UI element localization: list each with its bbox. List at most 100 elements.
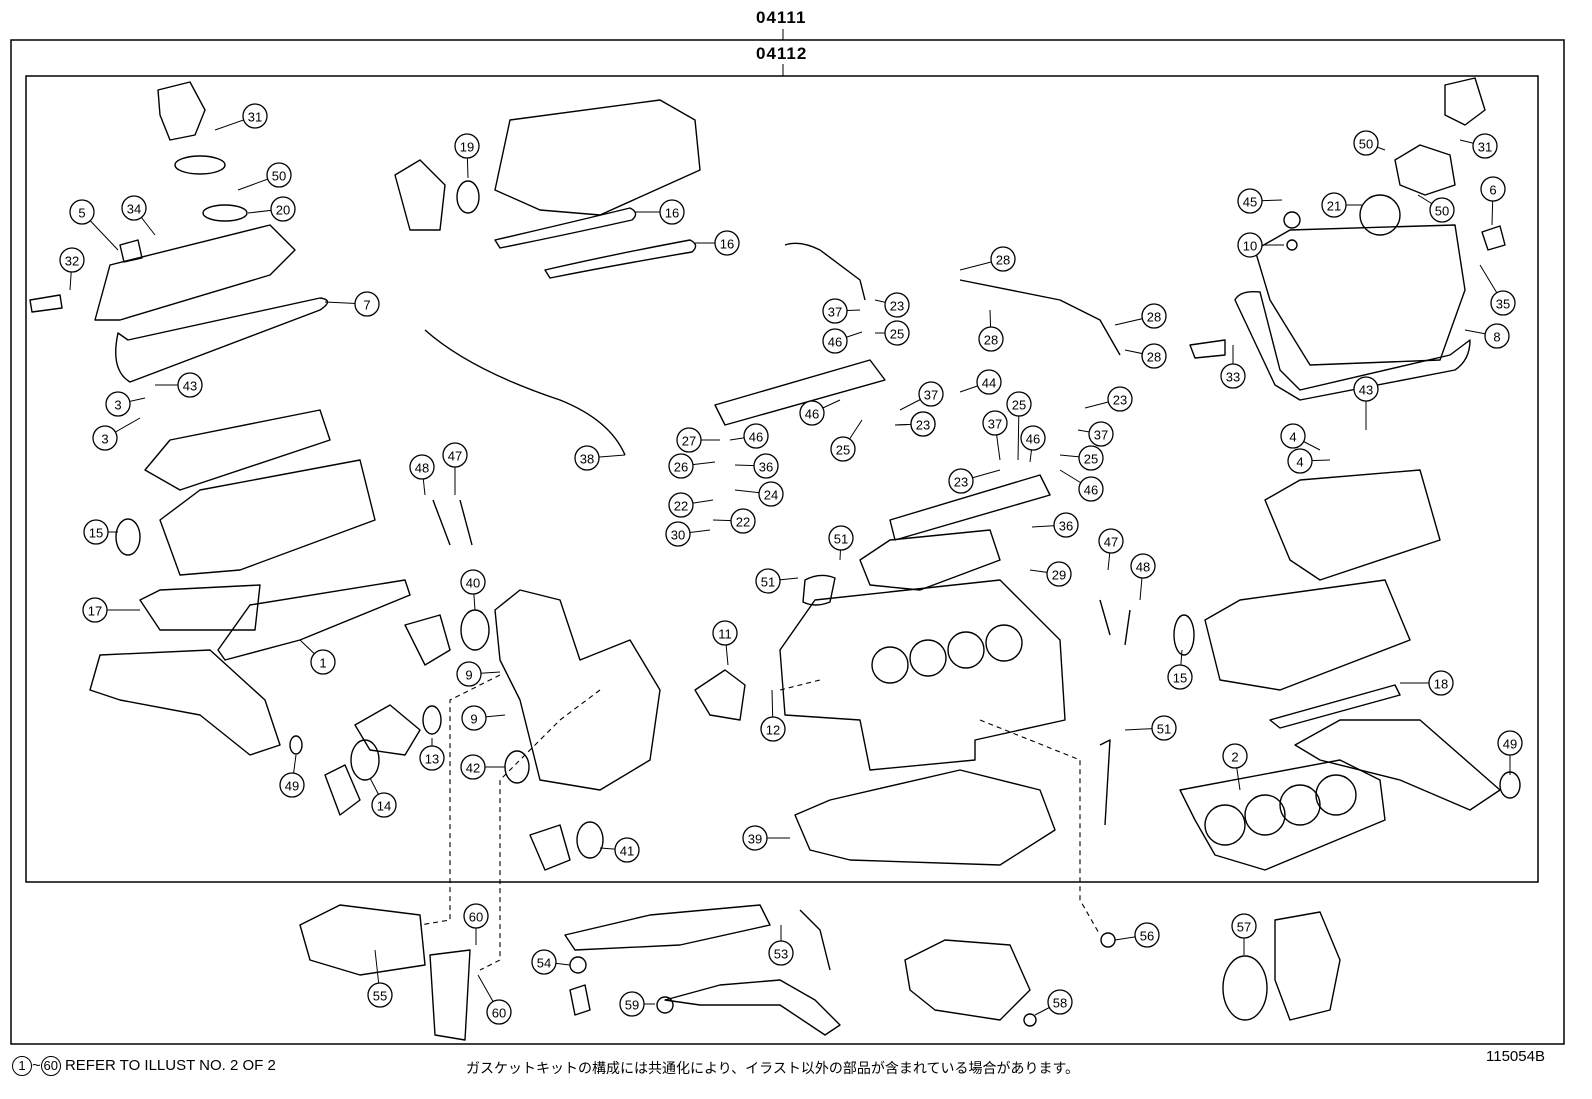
right-vvt-actuator — [1394, 144, 1456, 196]
callout-number: 15 — [1173, 671, 1187, 686]
callout-20: 20 — [247, 196, 296, 222]
callout-43: 43 — [1353, 376, 1379, 430]
oil-filler-cap — [1481, 225, 1506, 251]
callout-circle — [1484, 323, 1510, 349]
left-intake-valve — [432, 499, 451, 546]
callout-51: 51 — [755, 568, 799, 594]
callout-number: 40 — [466, 576, 480, 591]
callout-circle — [1472, 133, 1498, 159]
callout-47: 47 — [442, 442, 468, 495]
callout-12: 12 — [760, 689, 786, 742]
left-filler-cap — [119, 239, 143, 263]
callout-7: 7 — [324, 291, 380, 317]
callout-number: 51 — [834, 532, 848, 547]
callout-50: 50 — [237, 162, 292, 191]
callout-number: 3 — [114, 398, 121, 413]
callout-number: 34 — [127, 202, 141, 217]
callout-49: 49 — [279, 754, 305, 798]
callout-46: 46 — [799, 399, 841, 426]
left-camshaft-housing — [144, 409, 331, 491]
callout-circle — [1237, 188, 1263, 214]
callout-number: 15 — [89, 526, 103, 541]
callout-circle — [59, 247, 85, 273]
callout-number: 42 — [466, 761, 480, 776]
callout-23: 23 — [894, 411, 936, 437]
callout-circle — [270, 196, 296, 222]
callout-circle — [486, 999, 512, 1025]
callout-number: 33 — [1226, 370, 1240, 385]
callout-circle — [755, 568, 781, 594]
callout-number: 24 — [764, 488, 778, 503]
right-oil-control-valve — [1444, 77, 1486, 126]
callout-number: 9 — [470, 712, 477, 727]
callout-number: 37 — [828, 305, 842, 320]
callout-circle — [409, 454, 435, 480]
callout-16: 16 — [695, 230, 740, 256]
callout-35: 35 — [1479, 264, 1516, 316]
right-manifold-gasket — [1269, 684, 1401, 729]
callout-45: 45 — [1237, 188, 1283, 214]
callout-28: 28 — [959, 246, 1016, 272]
callout-34: 34 — [121, 195, 156, 236]
outer-kit-frame — [10, 39, 1565, 1045]
callout-circle — [822, 328, 848, 354]
callout-10: 10 — [1237, 232, 1284, 258]
callout-number: 25 — [890, 327, 904, 342]
callout-number: 17 — [88, 604, 102, 619]
callout-number: 23 — [916, 418, 930, 433]
callout-circle — [1321, 192, 1347, 218]
callout-circle — [1167, 664, 1193, 690]
callout-36: 36 — [1031, 512, 1079, 538]
water-pump — [299, 904, 426, 976]
callout-number: 38 — [580, 452, 594, 467]
timing-chain-cover — [494, 589, 661, 791]
footer-refer-note: 1~60 REFER TO ILLUST NO. 2 OF 2 — [12, 1056, 276, 1076]
callout-number: 39 — [748, 832, 762, 847]
callout-circle — [1428, 670, 1454, 696]
callout-circle — [1280, 423, 1306, 449]
callout-number: 14 — [377, 799, 391, 814]
callout-29: 29 — [1029, 561, 1072, 587]
range-separator: ~ — [32, 1056, 41, 1074]
callout-38: 38 — [574, 445, 626, 471]
callout-49: 49 — [1497, 730, 1523, 775]
callout-number: 25 — [1012, 398, 1026, 413]
callout-circle — [83, 519, 109, 545]
callout-13: 13 — [419, 738, 445, 771]
callout-25: 25 — [830, 419, 863, 462]
callout-circle — [1141, 343, 1167, 369]
callout-circle — [1130, 553, 1156, 579]
callout-9: 9 — [461, 705, 506, 731]
callout-number: 46 — [1026, 432, 1040, 447]
callout-circle — [1353, 376, 1379, 402]
callout-circle — [768, 940, 794, 966]
callout-22: 22 — [668, 492, 714, 518]
callout-25: 25 — [875, 320, 910, 346]
callout-23: 23 — [1084, 386, 1133, 412]
callout-number: 4 — [1289, 430, 1296, 445]
callout-number: 46 — [805, 407, 819, 422]
callout-circle — [1053, 512, 1079, 538]
callout-50: 50 — [1417, 194, 1455, 223]
callout-circle — [668, 453, 694, 479]
callout-circle — [1490, 290, 1516, 316]
callout-3: 3 — [105, 391, 146, 417]
callout-circle — [659, 199, 685, 225]
callout-4: 4 — [1287, 448, 1331, 474]
callout-circle — [948, 468, 974, 494]
callout-1: 1 — [299, 639, 336, 675]
left-exhaust-valve — [459, 499, 473, 546]
callout-2: 2 — [1222, 743, 1248, 791]
throttle-body — [394, 159, 446, 231]
throttle-gasket — [456, 180, 480, 214]
intake-plenum — [494, 99, 701, 216]
water-pump-inlet — [404, 614, 451, 666]
callout-44: 44 — [959, 369, 1002, 395]
callout-32: 32 — [59, 247, 85, 291]
oil-pan-lower — [904, 939, 1031, 1021]
callout-number: 16 — [720, 237, 734, 252]
callout-number: 4 — [1296, 455, 1303, 470]
callout-circle — [419, 745, 445, 771]
